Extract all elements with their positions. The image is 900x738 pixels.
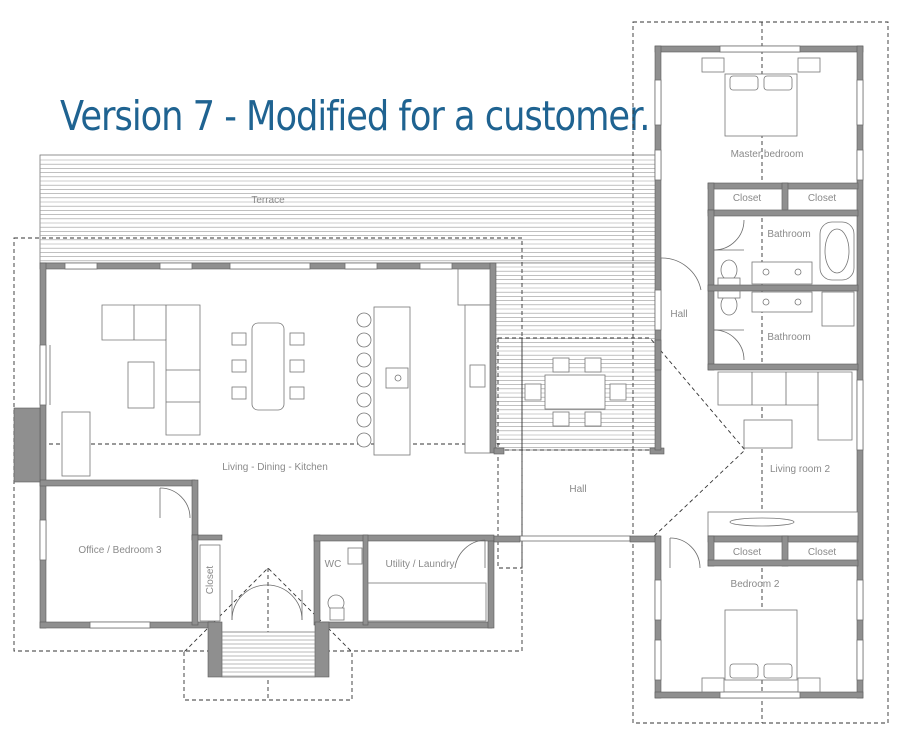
label-bathroom-lower: Bathroom [767,332,810,343]
label-master-bedroom: Master bedroom [731,149,804,160]
label-living-dining-kitchen: Living - Dining - Kitchen [222,462,328,473]
hall-connector [493,447,665,543]
bar-stool [356,412,372,428]
label-closet-master-left: Closet [733,193,762,204]
plan-title: Version 7 - Modified for a customer. [60,92,651,140]
bar-stool [356,372,372,388]
service-rooms [159,487,487,678]
room-labels: Terrace Living - Dining - Kitchen Office… [78,149,836,594]
label-closet-master-right: Closet [808,193,837,204]
living-furniture [49,304,305,477]
bar-stool [356,332,372,348]
main-walls [13,262,497,629]
label-living-room-2: Living room 2 [770,464,830,475]
label-closet-vertical: Closet [205,566,216,595]
label-office-bedroom-3: Office / Bedroom 3 [78,545,162,556]
terrace-deck [39,154,661,451]
label-hall-right: Hall [670,309,687,320]
bar-stool [356,392,372,408]
label-utility-laundry: Utility / Laundry [386,559,455,570]
label-hall-center: Hall [569,484,586,495]
kitchen-fixtures [356,268,491,456]
bar-stool [356,432,372,448]
label-closet-bed2-left: Closet [733,547,762,558]
label-wc: WC [325,559,342,570]
bar-stool [356,312,372,328]
label-terrace: Terrace [251,195,285,206]
label-bedroom-2: Bedroom 2 [731,579,780,590]
deck-dining-set [524,357,627,427]
label-closet-bed2-right: Closet [808,547,837,558]
label-bathroom-upper: Bathroom [767,229,810,240]
bar-stool [356,352,372,368]
right-wing-walls [654,45,864,699]
